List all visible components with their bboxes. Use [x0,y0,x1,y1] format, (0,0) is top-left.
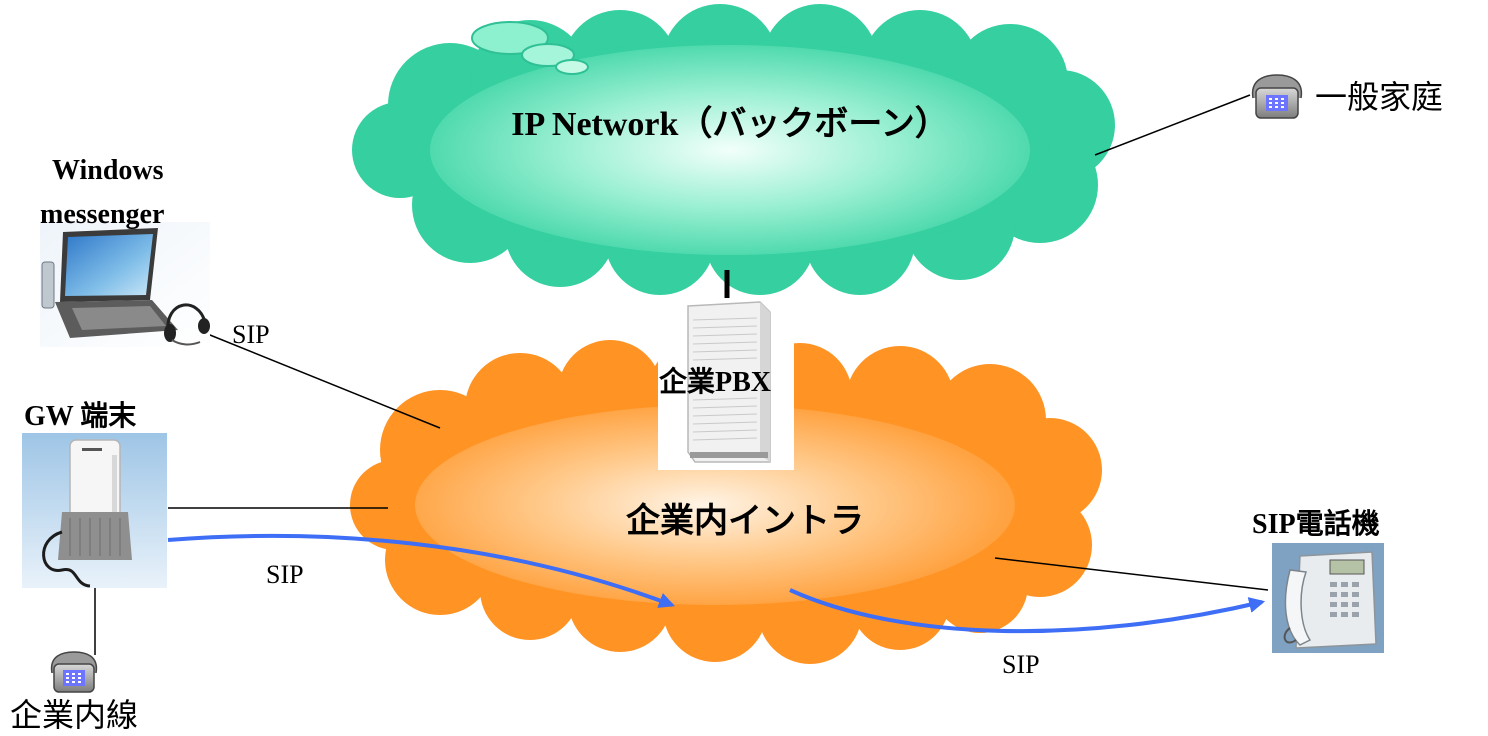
gateway-device-icon [22,433,167,588]
pbx-label: 企業PBX [659,365,771,398]
gw-sip-arrow [167,533,675,608]
laptop-icon [40,222,210,347]
telephone-icon [1251,74,1303,119]
pc-sip-label: SIP [232,320,270,349]
backbone-label: IP Network（バックボーン） [511,104,948,143]
pc-label-line2: messenger [40,199,164,230]
phone-sip-arrow [789,588,1266,634]
headset-icon [164,303,210,346]
server-tower-icon [658,298,794,470]
gw-sip-label: SIP [266,560,304,589]
intranet-label: 企業内イントラ [626,501,864,541]
intranet-cloud [350,340,1102,664]
gateway-label: GW 端末 [24,400,136,432]
extension-telephone-icon [50,651,98,693]
sip-phone-label: SIP電話機 [1252,507,1380,540]
phone-sip-label: SIP [1002,650,1040,679]
ip-phone-icon [1272,543,1384,653]
extension-label: 企業内線 [10,696,138,734]
backbone-home-link [1094,94,1251,156]
intranet-sipphone-link [994,557,1269,591]
pc-intranet-link [204,332,441,429]
pc-label-line1: Windows [52,155,164,186]
backbone-cloud [352,4,1115,295]
home-label: 一般家庭 [1315,78,1443,116]
